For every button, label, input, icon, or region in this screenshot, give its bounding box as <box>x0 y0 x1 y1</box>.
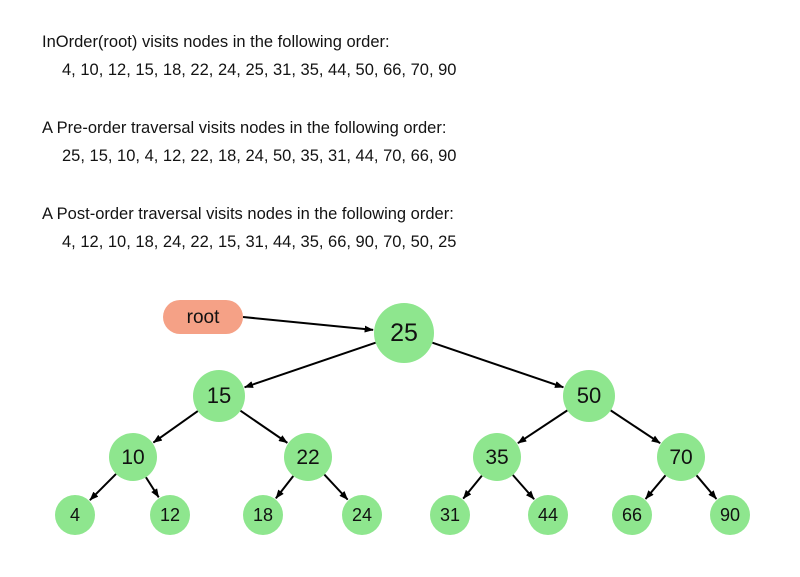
tree-edge-root-pointer-to-n25 <box>242 316 374 333</box>
tree-edge-n50-to-n70 <box>610 409 661 445</box>
tree-node-label: 25 <box>390 318 418 347</box>
tree-edge-n10-to-n12 <box>145 476 160 498</box>
tree-node-label: 4 <box>69 505 80 525</box>
traversal-title-inorder: InOrder(root) visits nodes in the follow… <box>42 33 390 51</box>
tree-edge-n22-to-n18 <box>275 475 295 500</box>
traversal-sequence-inorder: 4, 10, 12, 15, 18, 22, 24, 25, 31, 35, 4… <box>62 61 457 79</box>
tree-node-70: 70 <box>657 433 705 481</box>
tree-node-label: 18 <box>252 505 274 525</box>
traversal-group-inorder: InOrder(root) visits nodes in the follow… <box>42 31 456 81</box>
tree-node-label: 31 <box>439 505 461 525</box>
tree-edge-n22-to-n24 <box>323 473 349 501</box>
traversal-title-preorder: A Pre-order traversal visits nodes in th… <box>42 119 447 137</box>
traversal-sequence-preorder: 25, 15, 10, 4, 12, 22, 18, 24, 50, 35, 3… <box>62 147 457 165</box>
tree-node-15: 15 <box>193 370 245 422</box>
traversal-group-preorder: A Pre-order traversal visits nodes in th… <box>42 117 456 167</box>
tree-node-24: 24 <box>342 495 382 535</box>
tree-edge-n70-to-n90 <box>695 474 718 500</box>
tree-node-10: 10 <box>109 433 157 481</box>
tree-node-label: 50 <box>576 383 602 408</box>
tree-edge-n10-to-n4 <box>89 473 117 501</box>
tree-edge-n70-to-n66 <box>644 474 667 500</box>
root-pointer-text: root <box>186 306 220 328</box>
tree-edge-n35-to-n31 <box>462 475 483 500</box>
tree-node-label: 44 <box>537 505 559 525</box>
traversal-title-postorder: A Post-order traversal visits nodes in t… <box>42 205 454 223</box>
tree-edge-n15-to-n22 <box>239 409 288 444</box>
traversal-group-postorder: A Post-order traversal visits nodes in t… <box>42 203 456 253</box>
tree-edge-n25-to-n50 <box>432 341 564 389</box>
tree-node-90: 90 <box>710 495 750 535</box>
tree-node-label: 70 <box>669 445 693 469</box>
tree-node-4: 4 <box>55 495 95 535</box>
tree-node-label: 90 <box>719 505 741 525</box>
tree-node-label: 15 <box>206 383 232 408</box>
tree-edge-n50-to-n35 <box>517 409 568 445</box>
traversal-sequence-postorder: 4, 12, 10, 18, 24, 22, 15, 31, 44, 35, 6… <box>62 233 457 251</box>
root-pointer-label: root <box>163 300 243 334</box>
tree-node-44: 44 <box>528 495 568 535</box>
tree-edge-lines <box>89 316 718 501</box>
tree-edge-n35-to-n44 <box>512 474 535 500</box>
tree-node-12: 12 <box>150 495 190 535</box>
tree-node-18: 18 <box>243 495 283 535</box>
tree-node-66: 66 <box>612 495 652 535</box>
tree-node-label: 10 <box>121 445 145 469</box>
tree-node-31: 31 <box>430 495 470 535</box>
tree-edge-n25-to-n15 <box>244 341 376 389</box>
tree-node-label: 22 <box>296 445 320 469</box>
tree-edge-n15-to-n10 <box>152 410 199 444</box>
tree-node-label: 66 <box>621 505 643 525</box>
tree-node-label: 12 <box>159 505 181 525</box>
tree-node-25: 25 <box>374 303 434 363</box>
tree-node-label: 35 <box>485 445 509 469</box>
tree-node-label: 24 <box>351 505 373 525</box>
tree-node-35: 35 <box>473 433 521 481</box>
tree-node-22: 22 <box>284 433 332 481</box>
tree-node-50: 50 <box>563 370 615 422</box>
